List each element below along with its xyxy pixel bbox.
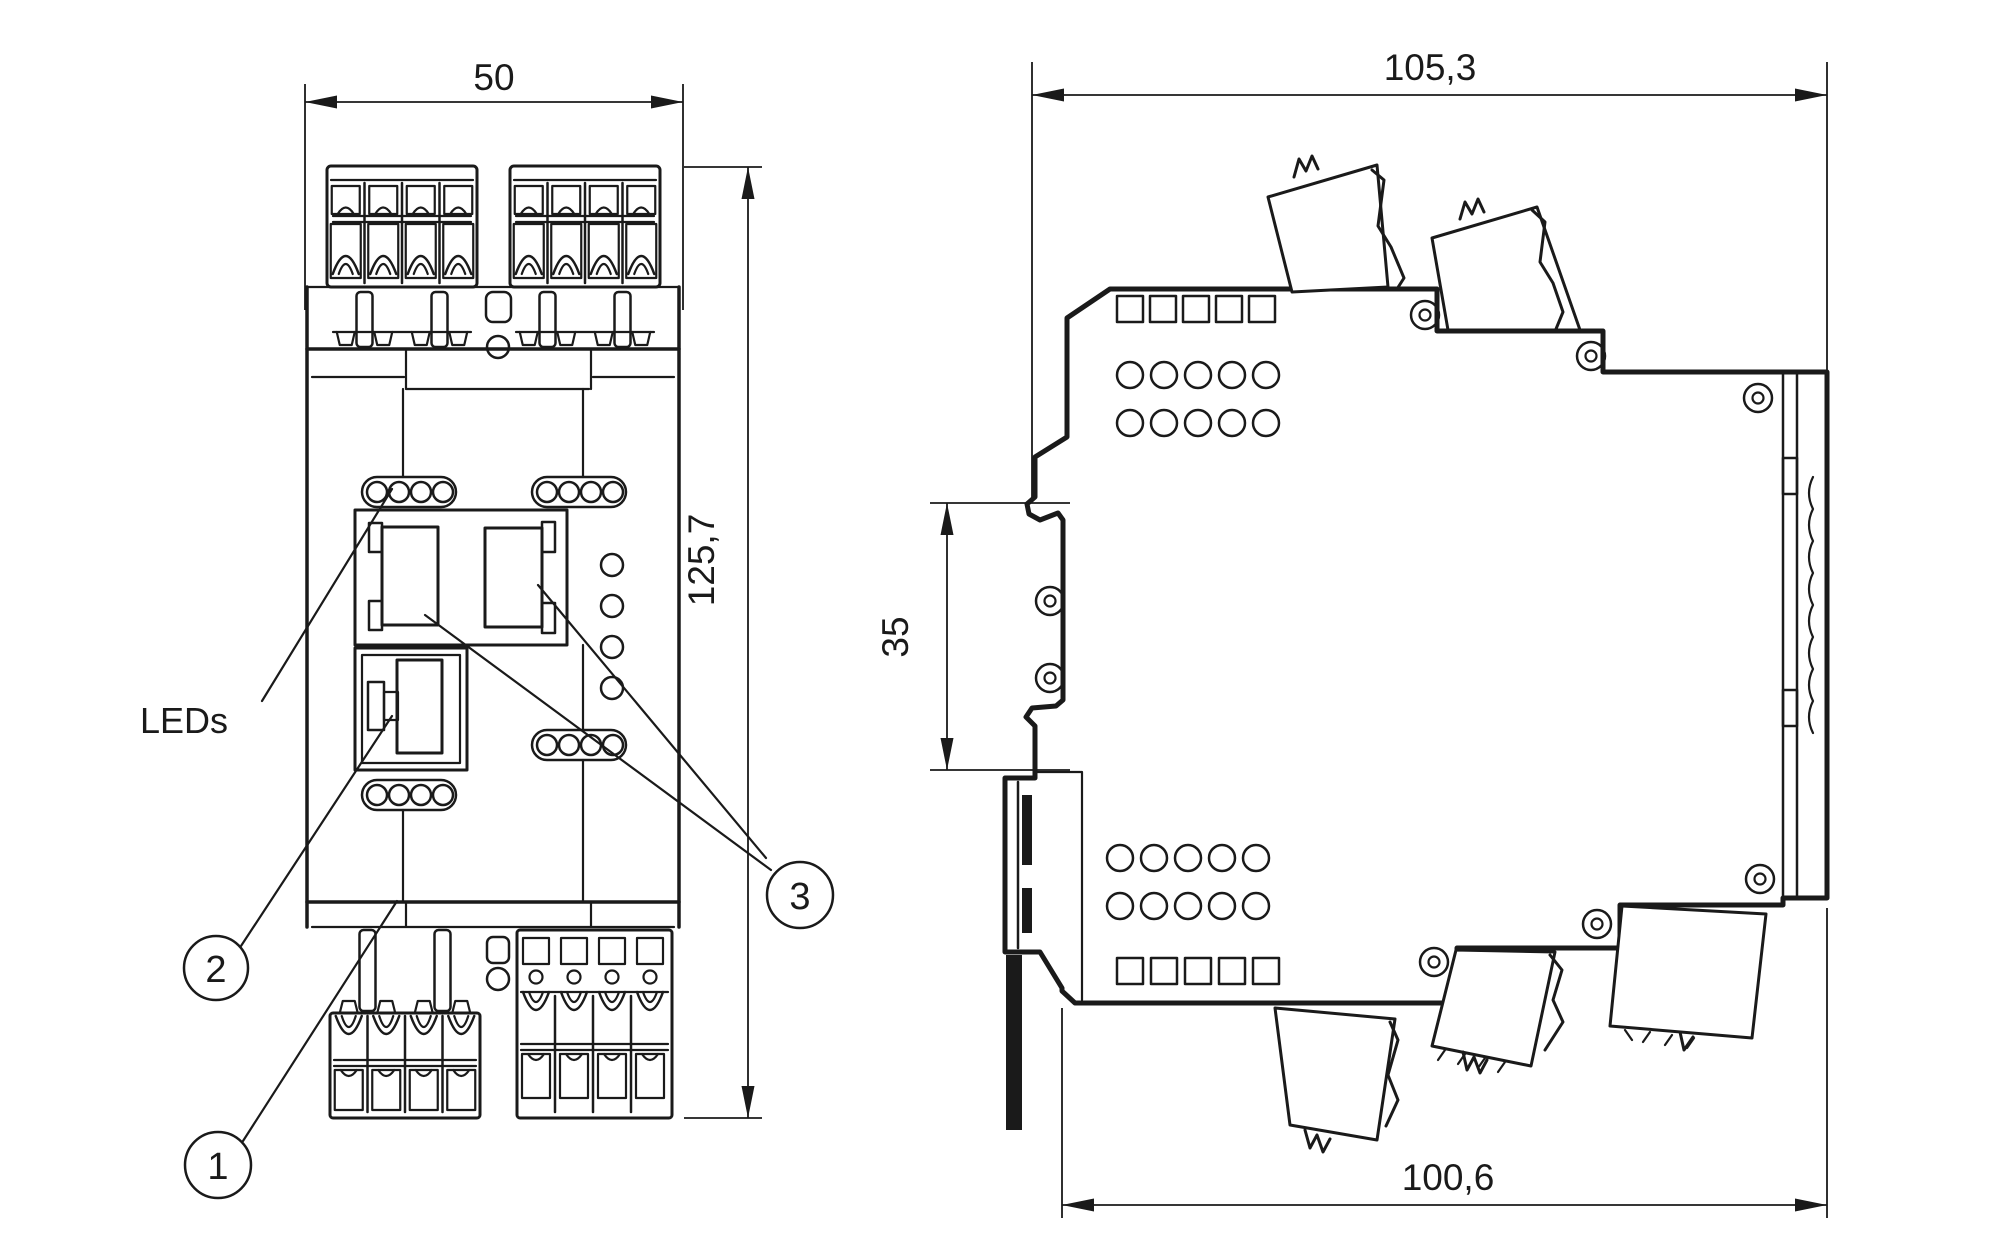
leds-label-group: LEDs (140, 487, 394, 741)
led-group-top-left (360, 475, 458, 509)
din-clip-release-tab (1006, 955, 1022, 1130)
rj45-port-right (483, 520, 557, 635)
callout-1: 1 (183, 899, 399, 1200)
din-rail-value: 35 (875, 616, 916, 657)
led-group-mid-right (530, 728, 628, 762)
callout-2-leader (239, 714, 394, 948)
front-height-value: 125,7 (681, 514, 722, 607)
callout-3-leaders (423, 583, 773, 872)
leds-leader-line (260, 487, 394, 703)
service-port (353, 646, 469, 772)
led-group-bottom-left (360, 778, 458, 812)
front-width-value: 50 (473, 57, 514, 98)
side-bottom-width-value: 100,6 (1402, 1157, 1495, 1198)
plug-connector-top-1 (1266, 154, 1406, 294)
callout-3: 3 (423, 583, 835, 930)
callout-2: 2 (182, 714, 394, 1002)
din-rail-clip (1006, 770, 1084, 1130)
side-label-panel (1781, 370, 1815, 900)
housing-screws (1034, 299, 1776, 978)
vent-holes-top (1115, 360, 1281, 438)
bottom-terminal-block-left (328, 928, 482, 1120)
bottom-center-latch (485, 935, 511, 992)
plug-connector-top-2 (1430, 197, 1582, 332)
side-view: 105,3 35 (875, 47, 1830, 1218)
led-group-top-right (530, 475, 628, 509)
top-terminal-block-left (325, 164, 479, 349)
side-top-width-value: 105,3 (1384, 47, 1477, 88)
vent-slots-top (1115, 294, 1277, 324)
callout-1-number: 1 (207, 1146, 228, 1188)
plug-connector-bottom-1 (1273, 1006, 1400, 1154)
side-bottom-width-dimension: 100,6 (1061, 908, 1828, 1218)
grip-ribs (1807, 475, 1815, 735)
front-height-dimension: 125,7 (681, 166, 762, 1119)
top-center-latch (484, 290, 513, 360)
leds-label: LEDs (140, 700, 228, 741)
plug-connector-bottom-3 (1608, 904, 1768, 1052)
front-width-dimension: 50 (304, 57, 684, 310)
top-terminal-block-right (508, 164, 662, 349)
front-view: 50 125,7 (140, 57, 835, 1200)
side-top-width-dimension: 105,3 (1031, 47, 1828, 500)
callout-1-leader (241, 899, 399, 1143)
rj45-port-left (367, 521, 440, 632)
ethernet-port-box (353, 508, 569, 647)
din-rail-dimension: 35 (875, 502, 1070, 771)
callout-3-number: 3 (789, 876, 810, 918)
plug-connector-bottom-2 (1430, 948, 1565, 1075)
vent-holes-bottom (1105, 843, 1271, 921)
bottom-terminal-block-right (515, 928, 674, 1120)
device-body-front (305, 285, 681, 929)
vent-slots-bottom (1115, 956, 1281, 986)
led-column-right (599, 552, 625, 701)
housing-outline (1002, 286, 1830, 1006)
callout-2-number: 2 (205, 949, 226, 991)
